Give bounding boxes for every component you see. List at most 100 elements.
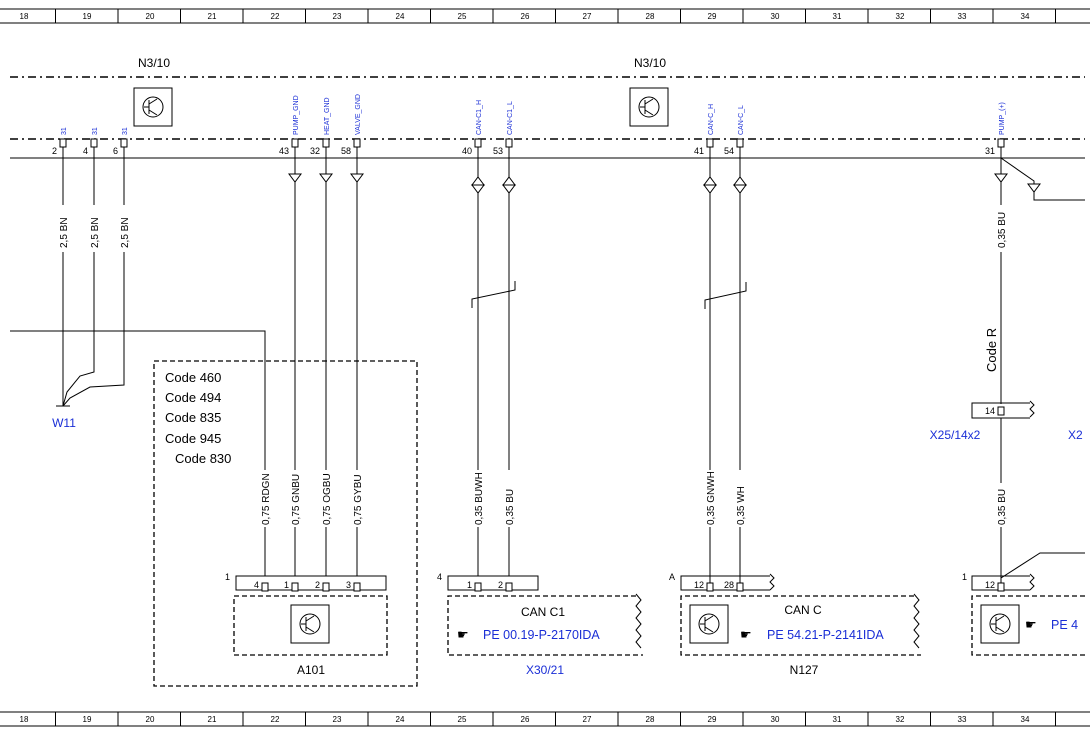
n127-component: A 12 28 CAN C ☛ PE 54.21-P-2141IDA N127 bbox=[669, 572, 921, 677]
component-boundary bbox=[233, 595, 388, 656]
bidirectional-arrow-icon bbox=[703, 176, 717, 194]
pin-number: 1 bbox=[284, 580, 289, 590]
connector-housing bbox=[971, 402, 1030, 419]
wire-label: 0,75 OGBU bbox=[322, 473, 333, 525]
twisted-pair-icon bbox=[471, 281, 516, 308]
connector-pin bbox=[353, 582, 361, 592]
ruler-col: 29 bbox=[708, 12, 717, 21]
ruler-col: 23 bbox=[333, 715, 342, 724]
pin-name: 31 bbox=[122, 127, 129, 135]
pin-name: CAN-C1_H bbox=[476, 100, 483, 135]
connector-pin bbox=[706, 582, 714, 592]
wire-label: 0,75 GYBU bbox=[353, 474, 364, 525]
connector-pin bbox=[736, 582, 744, 592]
ruler-col: 33 bbox=[958, 715, 967, 724]
ruler-col: 20 bbox=[146, 12, 155, 21]
connector-housing bbox=[447, 575, 539, 591]
reference-text[interactable]: PE 00.19-P-2170IDA bbox=[483, 628, 600, 642]
ruler-col: 21 bbox=[208, 12, 217, 21]
pin-name: CAN-C_H bbox=[708, 104, 715, 135]
pin-name: PUMP_(+) bbox=[999, 102, 1006, 135]
connector-arrow-icon bbox=[288, 173, 302, 183]
ruler-col: 18 bbox=[20, 12, 29, 21]
pin-name: VALVE_GND bbox=[355, 94, 362, 135]
wire bbox=[1000, 552, 1085, 579]
x30-21-component: 4 1 2 CAN C1 ☛ PE 00.19-P-2170IDA X30/21 bbox=[437, 572, 643, 677]
ecu-symbol-icon bbox=[980, 604, 1020, 644]
a101-wires: 0,75 RDGN 0,75 GNBU 0,75 OGBU 0,75 GYBU bbox=[10, 147, 364, 583]
pin-can-c-l: CAN-C_L 54 bbox=[724, 105, 745, 156]
reference-text[interactable]: PE 4 bbox=[1051, 618, 1078, 632]
can-c1-wires: 0,35 BUWH 0,35 BU bbox=[471, 147, 516, 583]
ruler-col: 31 bbox=[833, 12, 842, 21]
ruler-col: 27 bbox=[583, 12, 592, 21]
pin-pump-plus: PUMP_(+) 31 bbox=[985, 102, 1006, 156]
pin-number: 32 bbox=[310, 146, 320, 156]
component-label-x2: X2 bbox=[1068, 428, 1083, 442]
component-boundary bbox=[971, 595, 1085, 656]
break-line-icon bbox=[635, 593, 642, 649]
pin-number: 1 bbox=[467, 580, 472, 590]
connector-housing bbox=[235, 575, 387, 591]
wire-label: 2,5 BN bbox=[59, 217, 70, 248]
code-label: Code R bbox=[984, 328, 999, 372]
top-ruler: 18 19 20 21 22 23 24 25 26 27 28 29 30 3… bbox=[0, 8, 1090, 24]
connector-housing bbox=[680, 575, 770, 591]
ruler-col: 19 bbox=[83, 12, 92, 21]
ruler-col: 28 bbox=[646, 12, 655, 21]
wire bbox=[62, 252, 125, 407]
ruler-col: 22 bbox=[271, 12, 280, 21]
bidirectional-arrow-icon bbox=[733, 176, 747, 194]
reference-link[interactable]: ☛ PE 00.19-P-2170IDA bbox=[457, 627, 600, 642]
right-partial-component: 1 12 ☛ PE 4 bbox=[962, 552, 1085, 656]
wire-label: 0,35 BU bbox=[505, 489, 516, 525]
ruler-col: 29 bbox=[708, 715, 717, 724]
pin-can-c1-h: CAN-C1_H 40 bbox=[462, 100, 483, 156]
pin-number: 54 bbox=[724, 146, 734, 156]
ruler-col: 28 bbox=[646, 715, 655, 724]
wire-label: 0,35 GNWH bbox=[706, 471, 717, 525]
pin-number: 6 bbox=[113, 146, 118, 156]
wire bbox=[10, 330, 266, 470]
ruler-col: 30 bbox=[771, 715, 780, 724]
ruler-col: 32 bbox=[896, 715, 905, 724]
option-boundary bbox=[153, 360, 418, 687]
ruler-col: 31 bbox=[833, 715, 842, 724]
pointing-hand-icon: ☛ bbox=[740, 627, 752, 642]
ruler-col: 34 bbox=[1021, 715, 1030, 724]
pin-number: 43 bbox=[279, 146, 289, 156]
connector-pin bbox=[505, 582, 513, 592]
block-title: CAN C1 bbox=[521, 605, 565, 619]
ruler-col: 26 bbox=[521, 12, 530, 21]
ruler-col: 24 bbox=[396, 715, 405, 724]
ruler-col: 26 bbox=[521, 715, 530, 724]
reference-text[interactable]: PE 54.21-P-2141IDA bbox=[767, 628, 884, 642]
connector-pin bbox=[291, 582, 299, 592]
reference-link[interactable]: ☛ PE 4 bbox=[1025, 617, 1078, 632]
pin-number: 2 bbox=[315, 580, 320, 590]
code-label: Code 494 bbox=[165, 390, 221, 405]
bottom-ruler: 18 19 20 21 22 23 24 25 26 27 28 29 30 3… bbox=[0, 711, 1090, 727]
pin-number: 4 bbox=[254, 580, 259, 590]
wire-label: 0,35 BUWH bbox=[474, 472, 485, 525]
connector-pin bbox=[474, 582, 482, 592]
ecu-symbol-icon bbox=[290, 604, 330, 644]
ecu-symbol-icon bbox=[689, 604, 729, 644]
pin-name: HEAT_GND bbox=[324, 97, 331, 135]
connector-marker: 1 bbox=[225, 572, 230, 582]
a101-component: 1 4 1 2 3 A101 bbox=[225, 572, 388, 677]
pin-can-c-h: CAN-C_H 41 bbox=[694, 104, 715, 156]
pin-heat-gnd: HEAT_GND 32 bbox=[310, 97, 331, 156]
ruler-col: 33 bbox=[958, 12, 967, 21]
connector-marker: 4 bbox=[437, 572, 442, 582]
wire-label: 0,35 BU bbox=[997, 212, 1008, 248]
ruler-col: 23 bbox=[333, 12, 342, 21]
pin-number: 28 bbox=[724, 580, 734, 590]
pin-number: 4 bbox=[83, 146, 88, 156]
reference-link[interactable]: ☛ PE 54.21-P-2141IDA bbox=[740, 627, 884, 642]
code-label: Code 835 bbox=[165, 410, 221, 425]
n3-10-module: N3/10 N3/10 bbox=[10, 56, 1085, 159]
component-label-n3-10: N3/10 bbox=[634, 56, 666, 70]
ruler-col: 21 bbox=[208, 715, 217, 724]
